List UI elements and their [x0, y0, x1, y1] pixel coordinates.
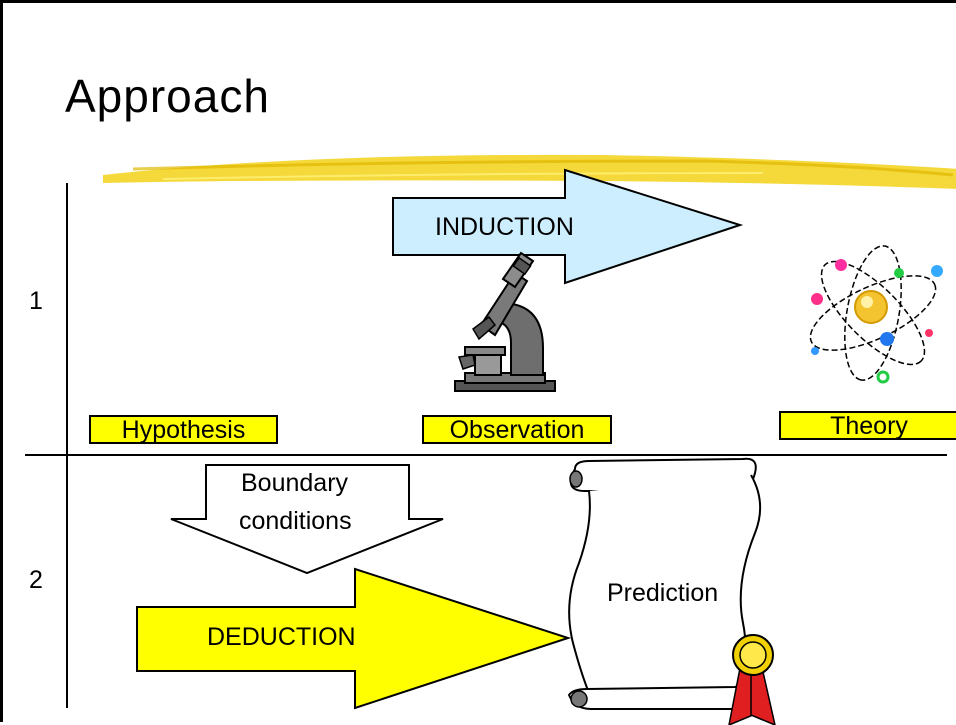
boundary-label-line2: conditions [239, 507, 352, 535]
title-underline [103, 154, 956, 189]
atom-icon [809, 245, 943, 384]
ribbon-seal-icon [728, 634, 776, 725]
row-label-2: 2 [29, 566, 43, 594]
row-label-1: 1 [29, 287, 43, 315]
theory-label: Theory [779, 411, 956, 440]
hypothesis-label: Hypothesis [89, 415, 278, 444]
deduction-label: DEDUCTION [207, 623, 356, 651]
deduction-arrow [136, 567, 572, 710]
microscope-icon [454, 251, 556, 392]
induction-arrow [392, 168, 744, 285]
boundary-conditions-arrow [170, 464, 444, 575]
slide-title: Approach [65, 70, 270, 122]
boundary-label-line1: Boundary [241, 469, 349, 497]
scroll-icon [567, 457, 762, 710]
prediction-label: Prediction [607, 579, 719, 607]
observation-label: Observation [422, 415, 612, 444]
induction-label: INDUCTION [435, 213, 574, 241]
diagram-canvas [25, 154, 956, 725]
